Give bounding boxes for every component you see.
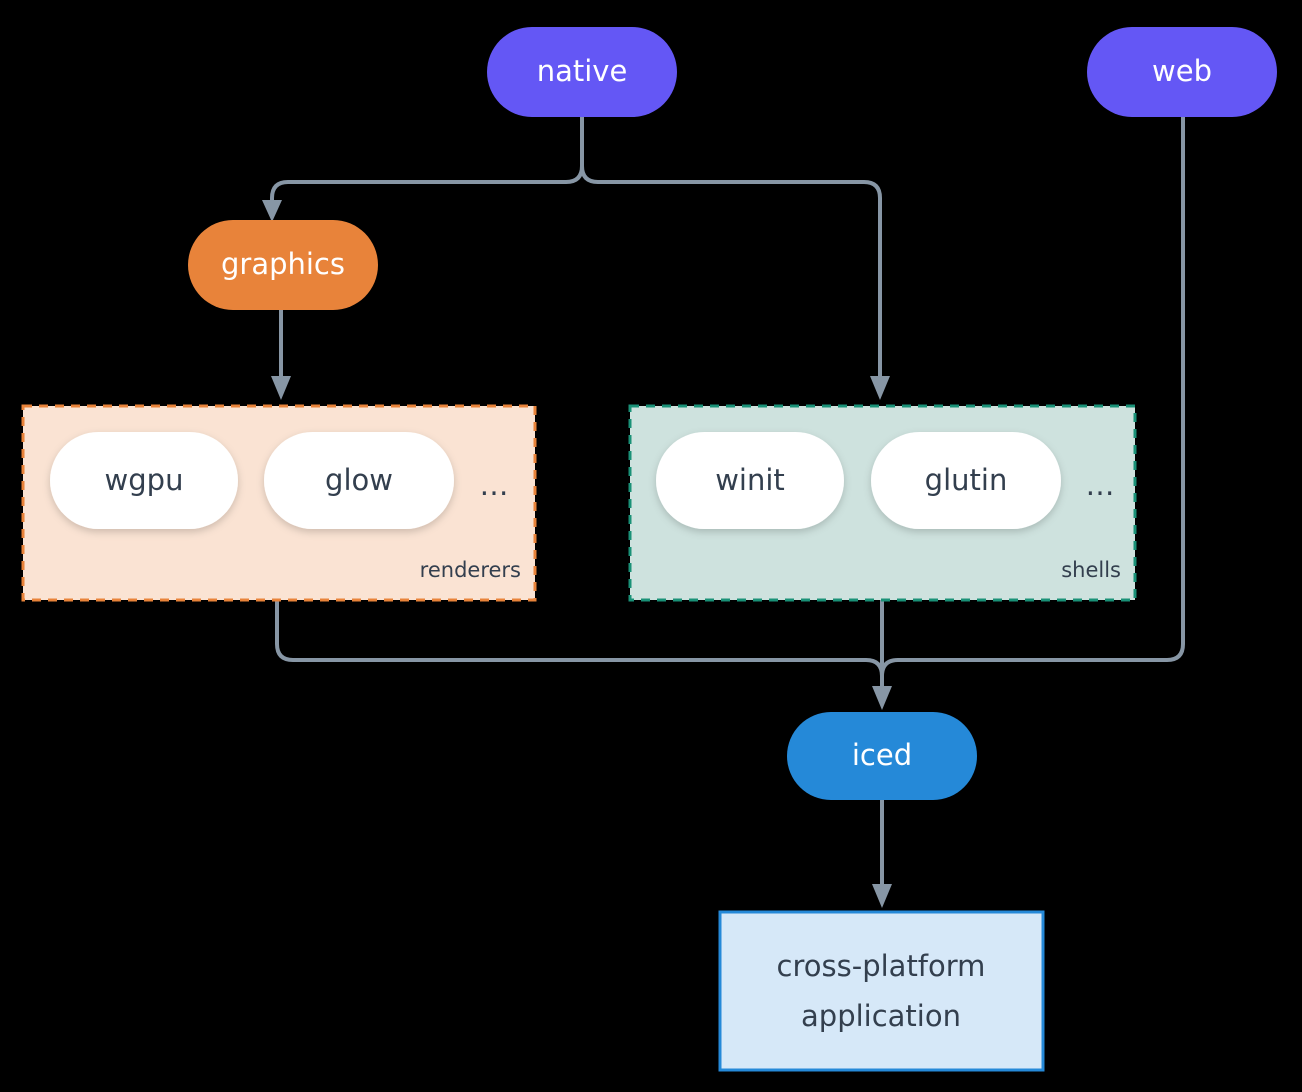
- node-graphics-label: graphics: [221, 247, 345, 281]
- node-glutin-label: glutin: [925, 463, 1008, 497]
- arrowhead-iced-to-application: [872, 884, 892, 908]
- node-web-shape[interactable]: [1087, 27, 1277, 117]
- edge-native-to-shells: [580, 115, 882, 380]
- group-renderers: wgpu glow … renderers: [21, 404, 537, 602]
- shells-ellipsis: …: [1086, 468, 1115, 502]
- node-iced-label: iced: [852, 738, 912, 772]
- node-native-shape[interactable]: [487, 27, 677, 117]
- node-winit[interactable]: [656, 432, 844, 529]
- node-graphics-shape[interactable]: [188, 220, 378, 310]
- node-native[interactable]: native: [487, 27, 677, 117]
- arrowhead-native-to-graphics: [262, 200, 282, 222]
- arrowhead-native-to-shells: [870, 376, 890, 400]
- node-wgpu-label: wgpu: [105, 463, 184, 497]
- group-shells: winit glutin … shells: [628, 404, 1137, 602]
- node-wgpu[interactable]: [50, 432, 238, 529]
- node-web-label: web: [1152, 54, 1212, 88]
- node-winit-label: winit: [715, 463, 785, 497]
- node-application-label-line2: application: [801, 999, 961, 1033]
- node-native-label: native: [537, 54, 628, 88]
- edge-layer: [262, 115, 1185, 908]
- node-glow-label: glow: [325, 463, 393, 497]
- node-iced[interactable]: iced: [787, 712, 977, 800]
- arrowhead-to-iced: [872, 686, 892, 710]
- node-application[interactable]: cross-platform application: [718, 910, 1045, 1072]
- node-iced-shape[interactable]: [787, 712, 977, 800]
- renderers-caption: renderers: [420, 558, 521, 582]
- node-web[interactable]: web: [1087, 27, 1277, 117]
- edge-web-to-iced: [880, 115, 1185, 692]
- arrowhead-graphics-to-renderers: [271, 376, 291, 400]
- node-graphics[interactable]: graphics: [188, 220, 378, 310]
- shells-caption: shells: [1061, 558, 1121, 582]
- edge-renderers-to-iced: [275, 598, 884, 692]
- node-application-label-line1: cross-platform: [777, 949, 986, 983]
- renderers-ellipsis: …: [480, 468, 509, 502]
- node-application-shape[interactable]: [718, 910, 1045, 1072]
- edge-native-trunk: [270, 115, 584, 205]
- node-glow[interactable]: [264, 432, 454, 529]
- node-glutin[interactable]: [871, 432, 1061, 529]
